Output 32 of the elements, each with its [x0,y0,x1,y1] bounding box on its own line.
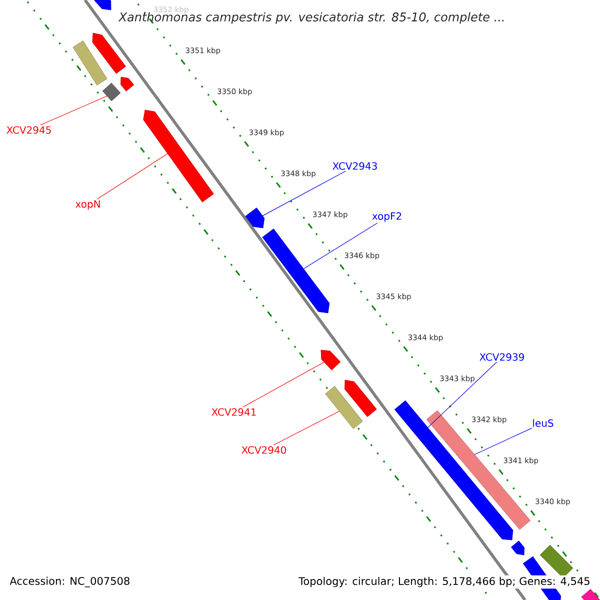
title: Xanthomonas campestris pv. vesicatoria str. 85-10, complete ... [118,12,504,24]
gene-block [262,228,330,314]
gene-block [540,544,574,578]
footer-text: Topology: circular; Length: 5,178,466 bp; Genes: 4,545 [297,575,592,589]
leader-line [262,170,346,216]
gene-label: xopN [76,200,100,210]
gene-block [245,208,265,228]
gene-label: XCV2939 [480,353,524,361]
gene-label: XCV2943 [332,162,377,170]
gene-label: XCV2945 [6,126,51,134]
leader-line [242,362,324,408]
gene-block [320,350,341,370]
gene-block [510,540,524,556]
gene-label: XCV2941 [212,408,256,416]
leader-line [303,222,378,270]
gene-block [143,110,214,202]
gene-label: XCV2940 [242,446,286,454]
leader-line [40,96,108,126]
gene-block [325,386,363,429]
leader-line [428,362,498,428]
leader-line [273,410,340,446]
gene-block [102,82,121,102]
gene-block [72,40,108,86]
gene-label: leuS [533,419,554,427]
gene-block [92,32,126,74]
gene-block [344,380,377,417]
gene-label: xopF2 [372,212,402,222]
leader-line [96,153,168,200]
gene-block [581,588,600,600]
leader-line [474,428,532,455]
gene-block [120,76,134,92]
footer-text: Accession: NC_007508 [8,575,132,589]
